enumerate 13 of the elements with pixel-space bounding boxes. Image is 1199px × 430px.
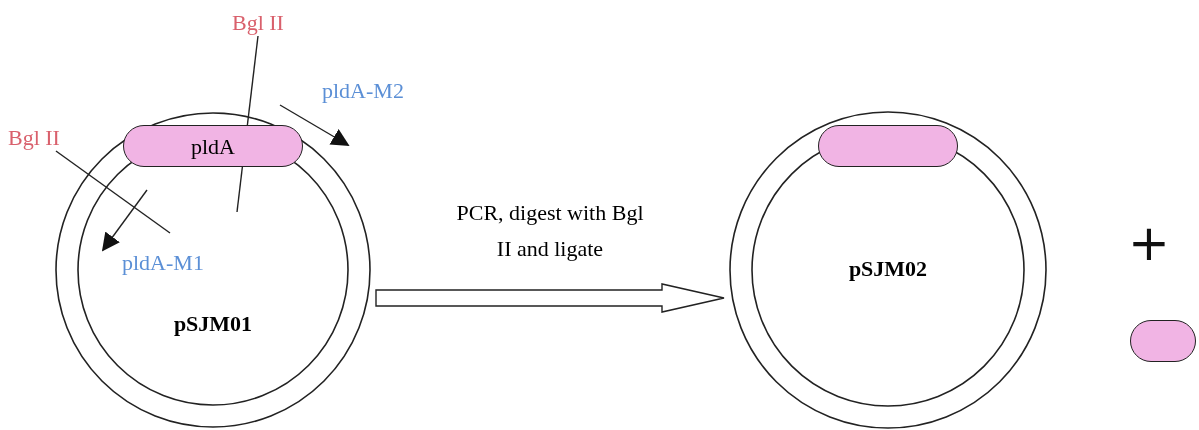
- gene-bar: [1130, 320, 1196, 362]
- plasmid-ring: [728, 110, 1048, 430]
- primer-label: pldA-M2: [322, 80, 404, 102]
- block-arrow: [375, 283, 725, 313]
- gene-label: pldA: [191, 136, 235, 158]
- primer-label: pldA-M1: [122, 252, 204, 274]
- plus-sign: +: [1128, 218, 1170, 268]
- plasmid-name: pSJM02: [848, 258, 928, 280]
- leader-line: [55, 150, 171, 234]
- site-label: Bgl II: [8, 127, 60, 149]
- plasmid-name: pSJM01: [173, 313, 253, 335]
- edge-label: PCR, digest with Bgl II and ligate: [455, 199, 645, 263]
- site-label: Bgl II: [232, 12, 284, 34]
